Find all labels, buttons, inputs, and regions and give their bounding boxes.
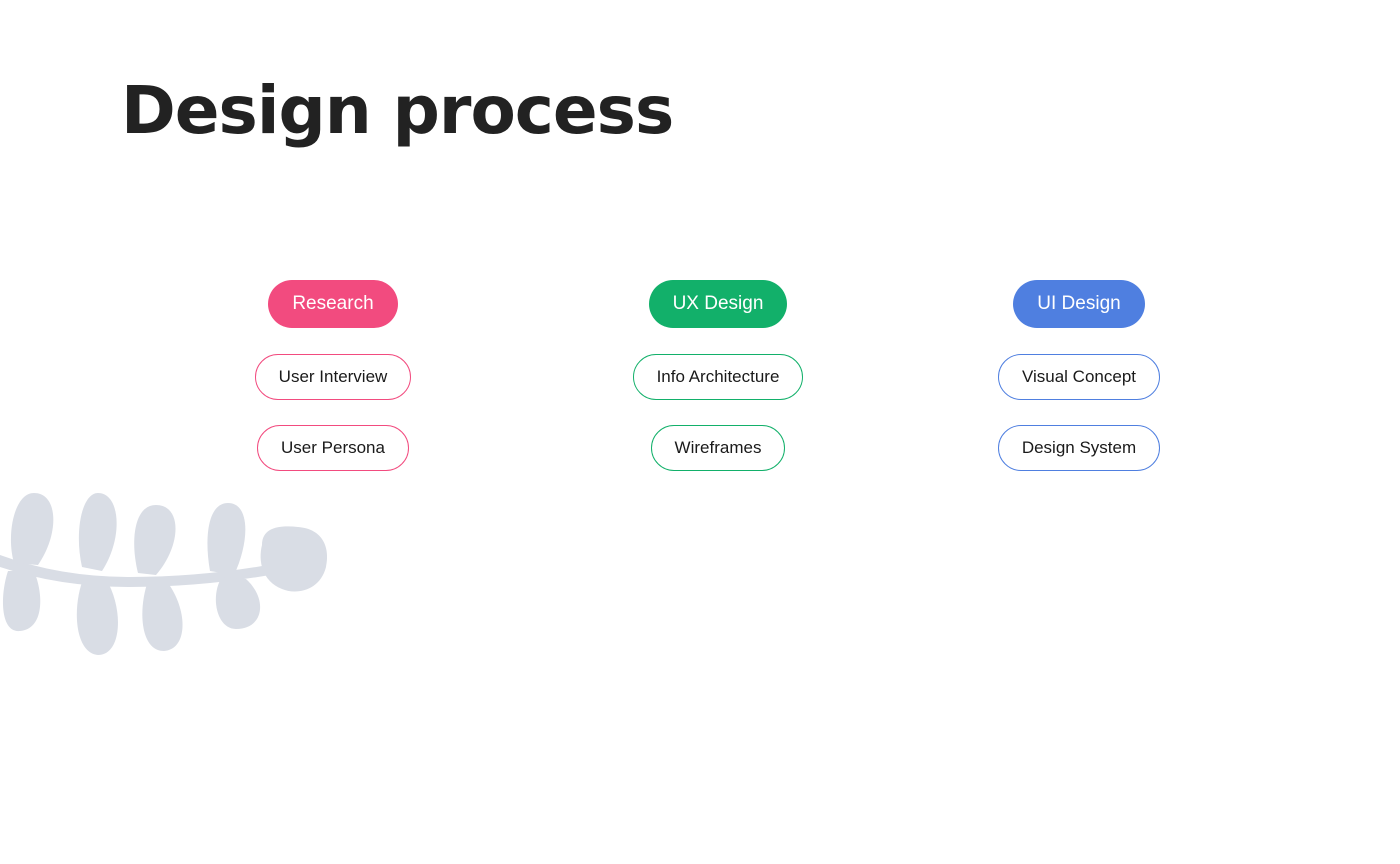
user-interview-pill: User Interview <box>254 354 412 400</box>
ux-design-column: UX Design Info Architecture Wireframes <box>568 280 868 471</box>
visual-concept-pill: Visual Concept <box>997 354 1161 400</box>
research-column: Research User Interview User Persona <box>183 280 483 471</box>
leaf-branch-icon <box>0 493 328 655</box>
research-phase-pill: Research <box>268 280 398 328</box>
user-persona-pill: User Persona <box>257 425 409 471</box>
design-system-pill: Design System <box>997 425 1161 471</box>
ui-design-column: UI Design Visual Concept Design System <box>929 280 1229 471</box>
ui-design-phase-pill: UI Design <box>1013 280 1145 328</box>
page-title: Design process <box>121 72 674 149</box>
info-architecture-pill: Info Architecture <box>632 354 804 400</box>
ux-design-phase-pill: UX Design <box>648 280 788 328</box>
wireframes-pill: Wireframes <box>650 425 786 471</box>
